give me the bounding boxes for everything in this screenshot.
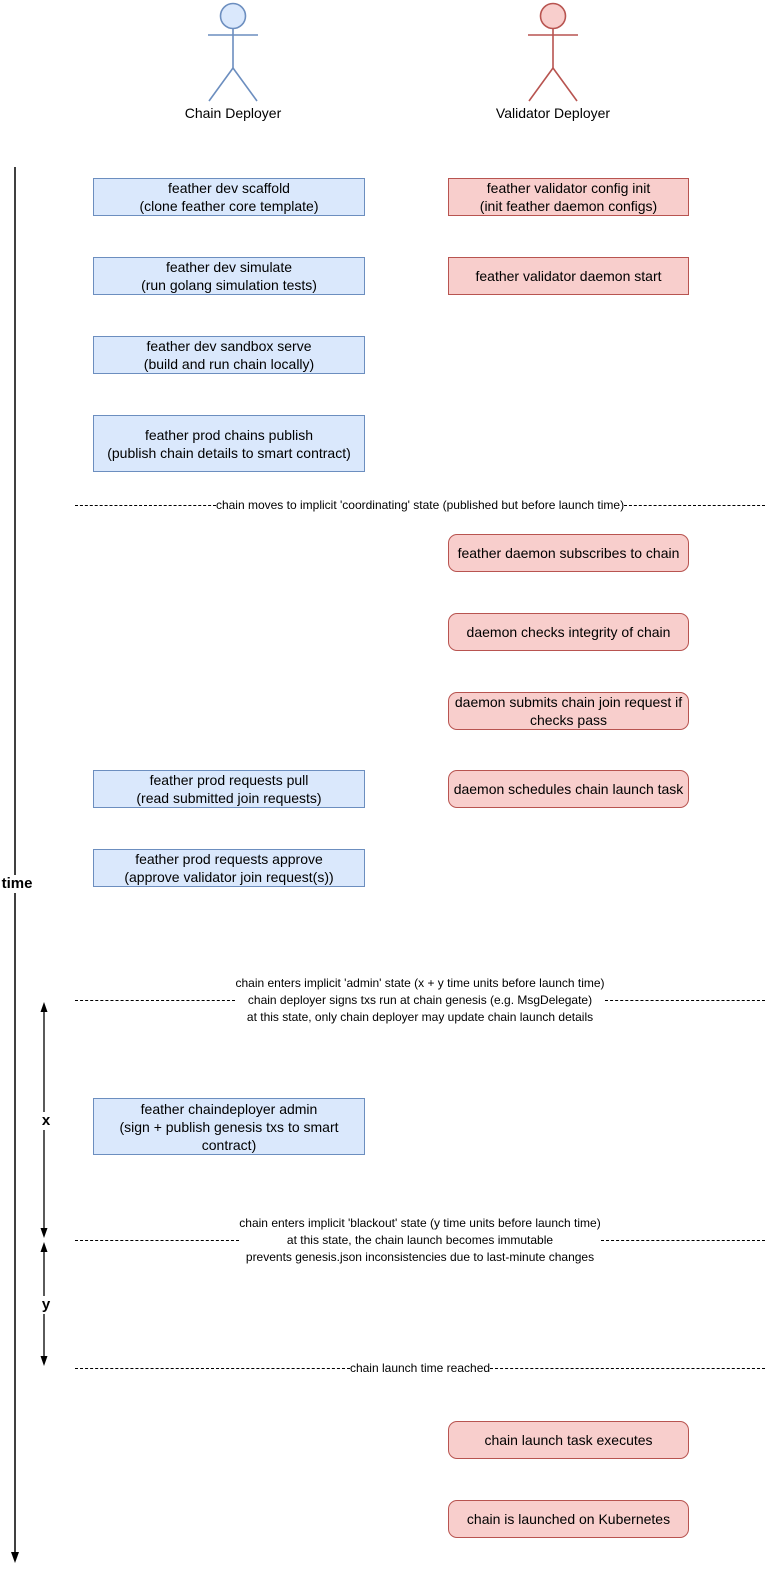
validator-deployer-label: Validator Deployer bbox=[495, 105, 611, 121]
dashed-line bbox=[75, 1000, 236, 1001]
box-subtitle: (run golang simulation tests) bbox=[141, 277, 317, 293]
dashed-line bbox=[624, 505, 766, 506]
milestone-launch-time: chain launch time reached bbox=[75, 1343, 765, 1394]
box-title: feather prod requests pull bbox=[149, 772, 309, 788]
dashed-line bbox=[75, 1368, 350, 1369]
box-title: chain is launched on Kubernetes bbox=[466, 1511, 671, 1527]
box-subtitle: (publish chain details to smart contract… bbox=[107, 444, 351, 461]
chain-box-sandbox-serve: feather dev sandbox serve (build and run… bbox=[93, 336, 365, 374]
time-axis-label: time bbox=[0, 875, 36, 893]
chain-box-requests-approve: feather prod requests approve (approve v… bbox=[93, 849, 365, 887]
milestone-coordinating: chain moves to implicit 'coordinating' s… bbox=[75, 480, 766, 531]
box-title: chain launch task executes bbox=[484, 1432, 653, 1448]
x-interval-label: x bbox=[36, 1112, 56, 1130]
box-title: daemon schedules chain launch task bbox=[453, 781, 684, 797]
chain-box-requests-pull: feather prod requests pull (read submitt… bbox=[93, 770, 365, 808]
chain-deployer-label: Chain Deployer bbox=[184, 105, 282, 121]
milestone-text: chain deployer signs txs run at chain ge… bbox=[247, 993, 593, 1007]
milestone-text: chain enters implicit 'blackout' state (… bbox=[239, 1216, 601, 1230]
box-title: feather validator config init bbox=[486, 180, 651, 196]
milestone-text: at this state, only chain deployer may u… bbox=[246, 1010, 594, 1024]
box-subtitle: (clone feather core template) bbox=[139, 198, 319, 214]
chain-box-dev-scaffold: feather dev scaffold (clone feather core… bbox=[93, 178, 365, 216]
dashed-line bbox=[490, 1368, 765, 1369]
box-subtitle: (read submitted join requests) bbox=[136, 790, 322, 806]
milestone-text: prevents genesis.json inconsistencies du… bbox=[245, 1250, 595, 1264]
dashed-line bbox=[75, 1240, 240, 1241]
box-title: feather prod requests approve bbox=[135, 851, 323, 867]
chain-box-dev-simulate: feather dev simulate (run golang simulat… bbox=[93, 257, 365, 295]
box-title: feather daemon subscribes to chain bbox=[457, 545, 680, 561]
validator-box-schedule-launch: daemon schedules chain launch task bbox=[448, 770, 689, 808]
box-subtitle: (approve validator join request(s)) bbox=[124, 869, 334, 885]
box-title: daemon checks integrity of chain bbox=[466, 624, 671, 640]
box-subtitle: (sign + publish genesis txs to smart con… bbox=[119, 1118, 339, 1153]
validator-box-daemon-subscribes: feather daemon subscribes to chain bbox=[448, 534, 689, 572]
dashed-line bbox=[600, 1240, 765, 1241]
milestone-text: at this state, the chain launch becomes … bbox=[286, 1233, 554, 1247]
validator-box-launch-executes: chain launch task executes bbox=[448, 1421, 689, 1459]
time-axis-arrow bbox=[11, 167, 19, 1563]
validator-deployer-actor-icon bbox=[525, 2, 581, 102]
box-title: daemon submits chain join request if che… bbox=[454, 694, 683, 728]
chain-box-chains-publish: feather prod chains publish (publish cha… bbox=[93, 415, 365, 472]
box-title: feather dev simulate bbox=[165, 259, 293, 275]
y-interval-label: y bbox=[36, 1296, 56, 1314]
validator-box-integrity-check: daemon checks integrity of chain bbox=[448, 613, 689, 651]
box-title: feather dev sandbox serve bbox=[146, 338, 312, 354]
chain-box-chaindeployer-admin: feather chaindeployer admin (sign + publ… bbox=[93, 1098, 365, 1155]
dashed-line bbox=[604, 1000, 766, 1001]
box-subtitle: (init feather daemon configs) bbox=[479, 198, 658, 214]
chain-deployer-actor-icon bbox=[205, 2, 261, 102]
box-title: feather prod chains publish bbox=[144, 426, 314, 443]
validator-box-config-init: feather validator config init (init feat… bbox=[448, 178, 689, 216]
milestone-text: chain launch time reached bbox=[349, 1361, 491, 1375]
validator-box-launched-kubernetes: chain is launched on Kubernetes bbox=[448, 1500, 689, 1538]
milestone-text: chain moves to implicit 'coordinating' s… bbox=[215, 498, 625, 512]
milestone-blackout-state: chain enters implicit 'blackout' state (… bbox=[75, 1215, 765, 1266]
validator-box-join-request: daemon submits chain join request if che… bbox=[448, 692, 689, 730]
box-title: feather chaindeployer admin bbox=[140, 1100, 318, 1117]
dashed-line bbox=[75, 505, 216, 506]
box-title: feather dev scaffold bbox=[168, 180, 290, 196]
box-title: feather validator daemon start bbox=[475, 268, 662, 284]
box-subtitle: (build and run chain locally) bbox=[143, 356, 315, 372]
validator-box-daemon-start: feather validator daemon start bbox=[448, 257, 689, 295]
milestone-admin-state: chain enters implicit 'admin' state (x +… bbox=[75, 975, 766, 1026]
milestone-text: chain enters implicit 'admin' state (x +… bbox=[235, 976, 605, 990]
